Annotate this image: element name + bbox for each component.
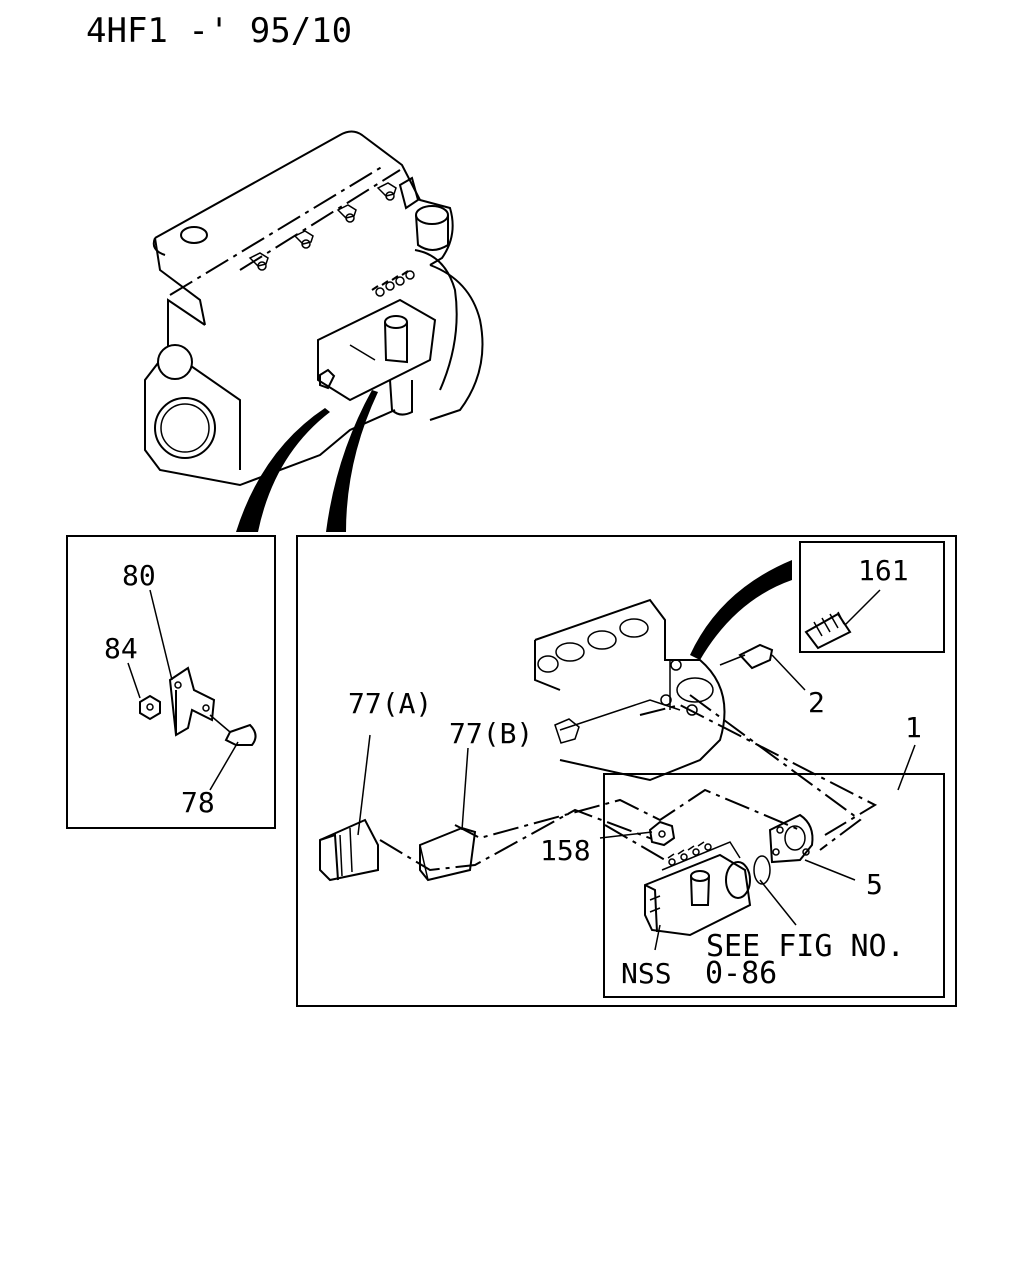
label-part-2: 2 [808, 686, 825, 719]
callout-leader-right [326, 390, 378, 532]
subbox-pump-assembly [603, 773, 945, 998]
figure-number: 0-86 [705, 956, 777, 991]
label-part-158: 158 [540, 834, 591, 867]
engine-overview-drawing [144, 130, 484, 487]
see-fig-note: SEE FIG NO. [706, 929, 905, 964]
label-part-77a: 77(A) [348, 687, 432, 720]
label-part-5: 5 [866, 868, 883, 901]
subbox-part-161 [799, 541, 945, 653]
detail-box-bracket: 80 84 78 [66, 535, 276, 829]
label-part-161: 161 [858, 554, 909, 587]
label-part-77b: 77(B) [449, 717, 533, 750]
label-part-78: 78 [181, 786, 215, 819]
nss-note: NSS [621, 957, 672, 990]
callout-leader-161 [690, 560, 792, 660]
diagram-title: 4HF1 -' 95/10 [86, 11, 352, 51]
detail-box-injection-pump: 161 2 1 77(A [296, 535, 957, 1007]
label-part-84: 84 [104, 632, 138, 665]
callout-leader-left [236, 408, 330, 532]
label-part-80: 80 [122, 559, 156, 592]
label-part-1: 1 [905, 711, 922, 744]
